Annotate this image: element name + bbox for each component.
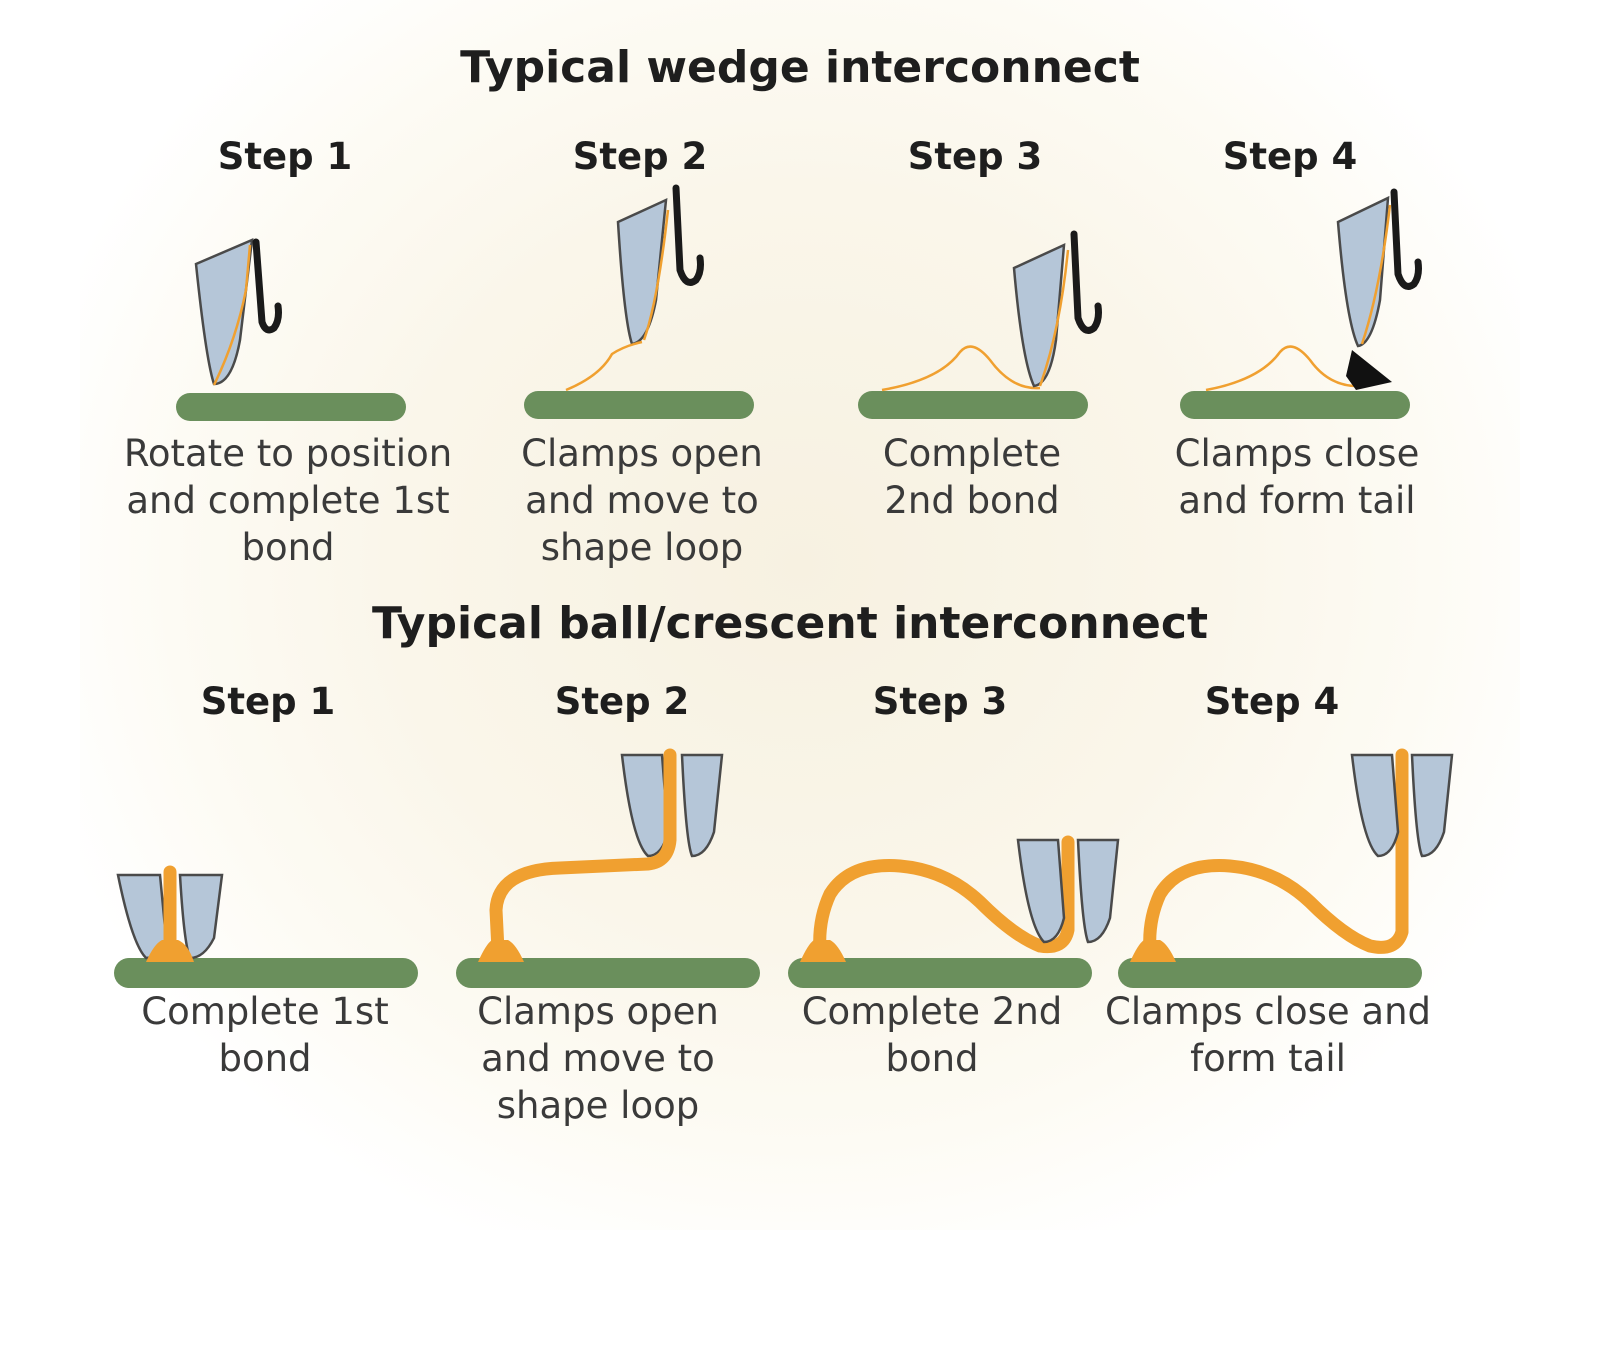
wire-clamp <box>1070 230 1102 334</box>
ball-step-4-caption: Clamps close and form tail <box>1104 990 1432 1080</box>
wedge-step-2-label: Step 2 <box>572 135 708 178</box>
bond-wire <box>212 244 252 386</box>
capillary-right <box>1410 753 1454 858</box>
wedge-step-3-illustration <box>858 230 1102 419</box>
ball-step-1-illustration <box>114 865 418 988</box>
ball-bond <box>1130 940 1176 962</box>
ball-bond <box>146 940 194 962</box>
wedge-section-title: Typical wedge interconnect <box>460 42 1140 93</box>
ball-step-1-label: Step 1 <box>200 680 336 723</box>
wedge-step-1-label: Step 1 <box>217 135 353 178</box>
bond-wire-loop <box>1205 345 1363 392</box>
ball-step-2-label: Step 2 <box>554 680 690 723</box>
bond-wire-loop <box>881 345 1041 392</box>
tail-cut-arrow-icon <box>1346 350 1392 390</box>
bond-wire <box>565 340 643 392</box>
wire-clamp <box>1390 188 1422 290</box>
ball-section-title: Typical ball/crescent interconnect <box>372 598 1208 649</box>
bond-wire-feed <box>642 209 670 341</box>
capillary-left <box>1350 753 1400 858</box>
bond-wire-feed <box>1360 204 1392 345</box>
ball-step-2-illustration <box>456 748 760 988</box>
wedge-step-1-caption: Rotate to position and complete 1st bond <box>123 432 453 569</box>
substrate-pad <box>1118 958 1422 988</box>
ball-step-3-caption: Complete 2nd bond <box>801 990 1063 1080</box>
substrate-pad <box>456 958 760 988</box>
wedge-step-4-caption: Clamps close and form tail <box>1174 432 1420 522</box>
ball-bond <box>800 940 846 962</box>
wedge-tool <box>1336 195 1390 348</box>
wedge-tool <box>1012 242 1066 388</box>
bond-wire-loop <box>489 748 677 957</box>
wedge-step-4-illustration <box>1180 188 1422 419</box>
ball-step-2-caption: Clamps open and move to shape loop <box>477 990 719 1127</box>
ball-step-4-label: Step 4 <box>1204 680 1340 723</box>
bond-wire-feed <box>1038 249 1070 387</box>
substrate-pad <box>858 391 1088 419</box>
substrate-pad <box>788 958 1092 988</box>
wedge-step-2-illustration <box>524 184 754 419</box>
ball-step-1-caption: Complete 1st bond <box>141 990 389 1080</box>
capillary-right <box>680 753 724 858</box>
wedge-step-3-caption: Complete 2nd bond <box>882 432 1062 522</box>
capillary-right <box>1076 838 1120 944</box>
ball-step-3-illustration <box>788 835 1120 988</box>
bond-wire-loop <box>1143 748 1409 957</box>
wire-clamp <box>252 238 282 334</box>
substrate-pad <box>1180 391 1410 419</box>
capillary-right <box>178 873 224 960</box>
wedge-step-2-caption: Clamps open and move to shape loop <box>521 432 763 569</box>
background-glow <box>80 0 1520 1230</box>
substrate-pad <box>176 393 406 421</box>
bond-wire-loop <box>813 835 1075 957</box>
wedge-step-4-label: Step 4 <box>1222 135 1358 178</box>
wedge-step-3-label: Step 3 <box>907 135 1043 178</box>
capillary-left <box>1016 838 1066 944</box>
substrate-pad <box>114 958 418 988</box>
wedge-step-1-illustration <box>176 237 406 421</box>
capillary-left <box>620 753 670 858</box>
ball-step-4-illustration <box>1118 748 1454 988</box>
wire-clamp <box>672 184 704 286</box>
ball-step-3-label: Step 3 <box>872 680 1008 723</box>
substrate-pad <box>524 391 754 419</box>
ball-bond <box>478 940 524 962</box>
